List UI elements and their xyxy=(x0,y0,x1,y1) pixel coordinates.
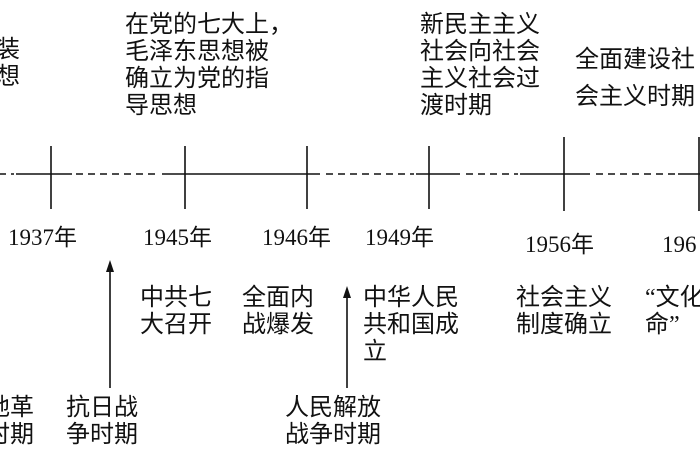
top-label-left-partial: 装 想 xyxy=(0,37,20,90)
year-1945: 1945年 xyxy=(143,225,212,250)
year-1949: 1949年 xyxy=(365,225,434,250)
period-anti-japanese: 抗日战 争时期 xyxy=(66,395,138,448)
arrowhead-icon xyxy=(106,260,114,272)
period-left-partial: 地革 时期 xyxy=(0,395,34,448)
top-label-1945: 在党的七大上， 毛泽东思想被 确立为党的指 导思想 xyxy=(125,12,293,119)
event-1949: 中华人民 共和国成 立 xyxy=(363,285,459,365)
year-1956: 1956年 xyxy=(525,232,594,257)
year-1966-partial: 196 xyxy=(662,232,697,257)
top-label-1949: 新民主主义 社会向社会 主义社会过 渡时期 xyxy=(420,12,540,119)
event-1946: 全面内 战爆发 xyxy=(242,285,314,338)
top-label-right-partial: 全面建设社 会主义时期 xyxy=(575,47,695,110)
arrowhead-icon xyxy=(343,286,351,298)
year-1937: 1937年 xyxy=(8,225,77,250)
event-1945: 中共七 大召开 xyxy=(140,285,212,338)
event-1956: 社会主义 制度确立 xyxy=(516,285,612,338)
event-right-partial: “文化 命” xyxy=(645,285,700,338)
year-1946: 1946年 xyxy=(262,225,331,250)
period-liberation: 人民解放 战争时期 xyxy=(285,395,381,448)
